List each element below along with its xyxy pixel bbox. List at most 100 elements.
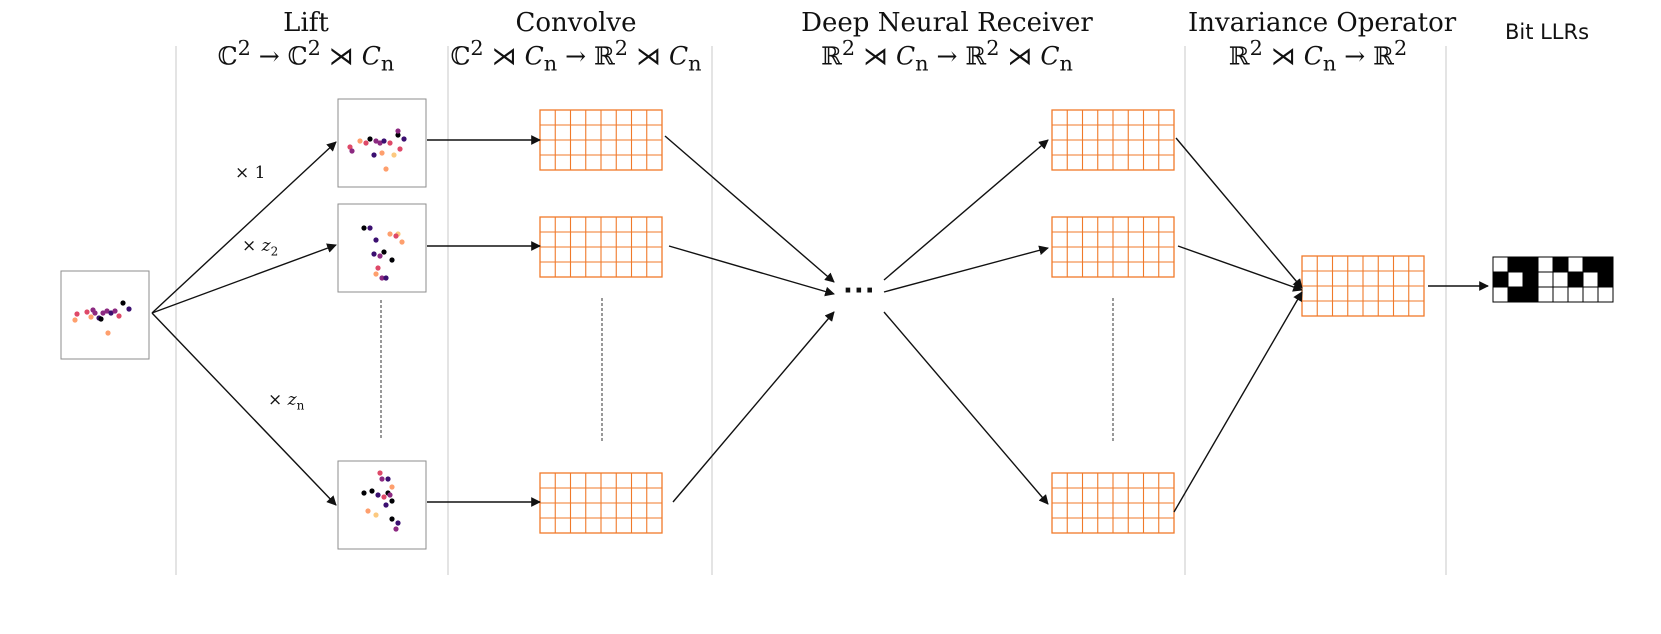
receiver-ellipsis: ··· bbox=[843, 276, 876, 306]
constellation-point bbox=[120, 300, 126, 306]
constellation-point bbox=[387, 492, 393, 498]
arrow-conv2-to-dots bbox=[668, 245, 835, 297]
plot-frame bbox=[337, 460, 427, 550]
constellation-point bbox=[126, 306, 132, 312]
bit-cell bbox=[1522, 286, 1539, 303]
constellation-point bbox=[395, 520, 401, 526]
constellation-point bbox=[391, 152, 397, 158]
constellation-point bbox=[389, 484, 395, 490]
arrow-rec2-to-inv bbox=[1177, 245, 1303, 292]
constellation-point bbox=[379, 476, 385, 482]
bit-cell bbox=[1552, 271, 1569, 288]
header-lift-formula: ℂ2 → ℂ2 ⋊ Cn bbox=[217, 36, 395, 76]
constellation-point bbox=[84, 309, 90, 315]
constellation-point bbox=[373, 512, 379, 518]
lifted-constellation-zn bbox=[337, 460, 427, 550]
constellation-point bbox=[377, 140, 383, 146]
lift-label-zn: × zn bbox=[268, 390, 305, 413]
constellation-point bbox=[361, 225, 367, 231]
lifted-constellation-1 bbox=[337, 98, 427, 188]
constellation-point bbox=[361, 490, 367, 496]
constellation-point bbox=[377, 470, 383, 476]
bit-cell bbox=[1507, 256, 1524, 273]
bit-cell bbox=[1552, 286, 1569, 303]
constellation-point bbox=[401, 136, 407, 142]
arrow-convn-to-dots bbox=[672, 311, 835, 503]
arrow-dots-to-recn bbox=[883, 311, 1049, 505]
constellation-point bbox=[389, 516, 395, 522]
constellation-point bbox=[381, 249, 387, 255]
constellation-point bbox=[367, 136, 373, 142]
constellation-point bbox=[365, 508, 371, 514]
bit-cell bbox=[1597, 271, 1614, 288]
bit-cell bbox=[1507, 271, 1524, 288]
constellation-point bbox=[88, 314, 94, 320]
receiver-map-2 bbox=[1051, 216, 1175, 278]
arrow-recn-to-inv bbox=[1173, 291, 1303, 513]
constellation-point bbox=[387, 231, 393, 237]
header-lift-title: Lift bbox=[283, 8, 329, 38]
bit-cell bbox=[1567, 256, 1584, 273]
constellation-point bbox=[377, 253, 383, 259]
receiver-map-n bbox=[1051, 472, 1175, 534]
arrow-conv1-to-dots bbox=[664, 135, 835, 283]
constellation-point bbox=[90, 307, 96, 313]
constellation-point bbox=[116, 313, 122, 319]
bit-cell bbox=[1522, 256, 1539, 273]
constellation-point bbox=[389, 498, 395, 504]
constellation-point bbox=[383, 275, 389, 281]
conv-map-2 bbox=[539, 216, 663, 278]
lift-label-z2: × z2 bbox=[242, 236, 279, 259]
bit-cell bbox=[1507, 286, 1524, 303]
feature-maps bbox=[539, 109, 1425, 534]
header-receiver: Deep Neural Receiver ℝ2 ⋊ Cn → ℝ2 ⋊ Cn bbox=[710, 8, 1184, 75]
bit-cell bbox=[1597, 286, 1614, 303]
constellation-point bbox=[389, 257, 395, 263]
bit-cell bbox=[1597, 256, 1614, 273]
constellation-point bbox=[367, 225, 373, 231]
bit-llr-output-grid bbox=[1492, 256, 1614, 303]
bit-cell bbox=[1492, 256, 1509, 273]
constellation-point bbox=[357, 138, 363, 144]
constellation-point bbox=[371, 152, 377, 158]
bit-cell bbox=[1492, 271, 1509, 288]
constellation-point bbox=[387, 140, 393, 146]
constellation-point bbox=[383, 166, 389, 172]
arrow-lift-1 bbox=[151, 141, 337, 314]
constellation-point bbox=[100, 310, 106, 316]
constellation-point bbox=[393, 526, 399, 532]
constellation-point bbox=[379, 275, 385, 281]
header-invariance-formula: ℝ2 ⋊ Cn → ℝ2 bbox=[1228, 36, 1408, 76]
constellation-point bbox=[72, 317, 78, 323]
arrow-rec1-to-inv bbox=[1175, 137, 1303, 289]
bit-cell bbox=[1582, 271, 1599, 288]
header-convolve-title: Convolve bbox=[515, 8, 637, 38]
constellation-point bbox=[74, 311, 80, 317]
bit-cell bbox=[1582, 286, 1599, 303]
input-constellation bbox=[60, 270, 150, 360]
bit-cell bbox=[1537, 256, 1554, 273]
vertical-ellipsis-lines bbox=[380, 298, 1114, 441]
constellation-point bbox=[98, 316, 104, 322]
header-convolve-formula: ℂ2 ⋊ Cn → ℝ2 ⋊ Cn bbox=[450, 36, 702, 76]
receiver-map-1 bbox=[1051, 109, 1175, 171]
constellation-point bbox=[395, 132, 401, 138]
constellation-point bbox=[373, 138, 379, 144]
bit-cell bbox=[1537, 286, 1554, 303]
constellation-point bbox=[375, 265, 381, 271]
conv-map-n bbox=[539, 472, 663, 534]
lifted-constellation-z2 bbox=[337, 203, 427, 293]
arrow-dots-to-rec2 bbox=[883, 245, 1049, 293]
constellation-point bbox=[375, 492, 381, 498]
header-invariance: Invariance Operator ℝ2 ⋊ Cn → ℝ2 bbox=[1188, 8, 1456, 76]
bit-cell bbox=[1537, 271, 1554, 288]
constellation-point bbox=[379, 150, 385, 156]
header-convolve: Convolve ℂ2 ⋊ Cn → ℝ2 ⋊ Cn bbox=[445, 8, 707, 75]
conv-map-1 bbox=[539, 109, 663, 171]
stage-dividers bbox=[175, 46, 1447, 575]
constellation-point bbox=[393, 233, 399, 239]
constellation-point bbox=[108, 310, 114, 316]
constellation-point bbox=[373, 237, 379, 243]
bit-cell bbox=[1567, 271, 1584, 288]
